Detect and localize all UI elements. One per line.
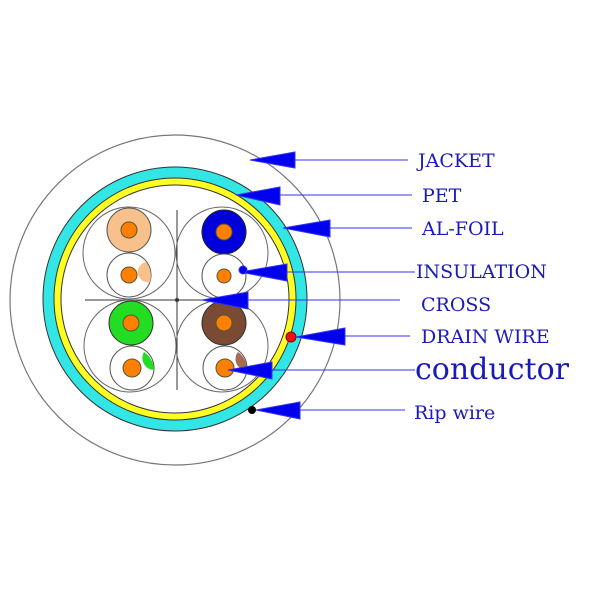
jacket-arrow	[249, 151, 408, 169]
insulation-arrow	[238, 263, 415, 282]
label-jacket: JACKET	[416, 150, 495, 172]
rip-wire-dot	[248, 406, 256, 414]
label-rip-wire: Rip wire	[414, 402, 495, 424]
label-insulation: INSULATION	[416, 261, 547, 283]
pair-green	[83, 299, 177, 393]
label-pet: PET	[422, 185, 462, 207]
al-foil-arrow	[282, 219, 412, 238]
label-conductor: conductor	[415, 352, 570, 387]
cross-center	[175, 298, 179, 302]
label-cross: CROSS	[421, 294, 491, 316]
pair-orange	[82, 206, 176, 300]
rip-wire-arrow	[255, 401, 405, 420]
cross-arrow	[201, 291, 400, 310]
label-al-foil: AL-FOIL	[421, 218, 504, 240]
label-drain-wire: DRAIN WIRE	[421, 326, 550, 348]
pet-arrow	[235, 186, 412, 206]
drain-wire-arrow	[295, 327, 410, 346]
pair-brown	[175, 299, 269, 393]
drain-wire-dot	[285, 331, 297, 343]
conductor-arrow	[227, 361, 415, 380]
